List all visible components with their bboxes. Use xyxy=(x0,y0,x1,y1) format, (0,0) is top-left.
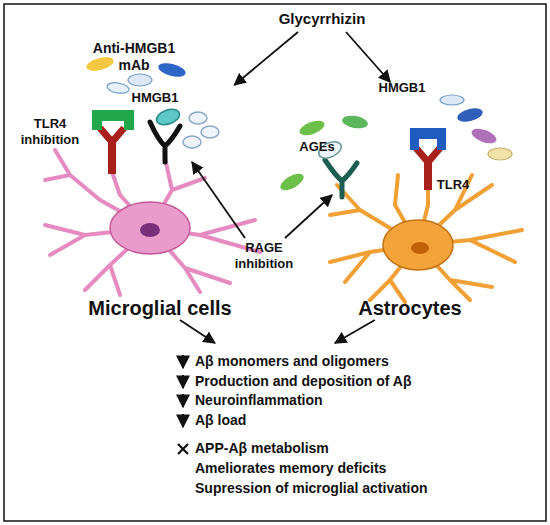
hmgb1-pill xyxy=(278,170,307,193)
hmgb1-pill xyxy=(157,61,187,80)
hmgb1-pill xyxy=(128,74,152,86)
tlr4-arms xyxy=(100,128,124,142)
outcome-item: Production and deposition of Aβ xyxy=(195,373,495,390)
mechanism-label: TLR4 inhibition xyxy=(14,116,86,147)
outcome-item: Ameliorates memory deficits xyxy=(195,460,495,477)
flow-arrow xyxy=(180,320,215,343)
hmgb1-pill xyxy=(440,95,464,105)
hmgb1-pill xyxy=(298,118,327,138)
outcome-item: Aβ load xyxy=(195,412,495,429)
flow-arrow xyxy=(335,320,375,343)
ligand-label: AGEs xyxy=(290,139,344,155)
ligand-oval xyxy=(201,126,219,138)
rage-receptor xyxy=(150,122,180,162)
ligand-oval xyxy=(189,112,207,124)
hmgb1-pill xyxy=(488,148,512,160)
tlr4-blocker xyxy=(92,110,134,130)
outcome-list: Aβ monomers and oligomersProduction and … xyxy=(170,343,500,503)
protein-label: HMGB1 xyxy=(372,80,432,96)
flow-arrow xyxy=(234,32,298,85)
rage-blocker xyxy=(154,106,181,127)
drug-node: Glycyrrhizin xyxy=(262,8,382,32)
microglia-nucleus xyxy=(140,223,160,237)
hmgb1-pill xyxy=(470,126,499,146)
outcome-item: Supression of microglial activation xyxy=(195,480,495,497)
astrocyte-body xyxy=(383,220,453,270)
hmgb1-bound xyxy=(410,128,446,150)
protein-label: HMGB1 xyxy=(125,90,185,106)
ligand-oval xyxy=(183,136,201,148)
block-cross xyxy=(178,444,188,454)
decrease-arrow xyxy=(182,375,184,388)
hmgb1-pill xyxy=(85,55,115,74)
microglia-body xyxy=(110,202,190,254)
outcome-item: Neuroinflammation xyxy=(195,392,495,409)
flow-arrow xyxy=(346,32,390,82)
cell-node: Astrocytes xyxy=(300,82,520,320)
frame-border xyxy=(4,4,546,521)
decrease-arrow xyxy=(182,414,184,427)
hmgb1-pill xyxy=(456,106,484,124)
outcome-item: Aβ monomers and oligomers xyxy=(195,353,495,370)
astrocyte-cell xyxy=(330,175,522,302)
pointer-arrow xyxy=(285,195,332,238)
hmgb1-pill xyxy=(341,114,369,130)
rage-receptor xyxy=(325,160,357,197)
microglia-cell xyxy=(45,150,260,295)
outcome-item: APP-Aβ metabolism xyxy=(195,440,495,457)
pointer-arrow xyxy=(192,162,245,238)
tlr4-arms xyxy=(416,148,440,162)
decrease-arrow xyxy=(182,355,184,368)
decrease-arrow xyxy=(182,394,184,407)
antibody-label: Anti-HMGB1 mAb xyxy=(82,40,186,74)
receptor-label: TLR4 xyxy=(426,177,480,193)
hmgb1-pill xyxy=(106,81,129,95)
cell-node: Microglial cells xyxy=(40,85,280,320)
node-heading: Astrocytes xyxy=(300,296,520,320)
node-heading: Glycyrrhizin xyxy=(262,10,382,28)
mechanism-label: RAGE inhibition xyxy=(222,240,306,271)
node-heading: Microglial cells xyxy=(40,296,280,320)
astrocyte-nucleus xyxy=(411,242,429,254)
